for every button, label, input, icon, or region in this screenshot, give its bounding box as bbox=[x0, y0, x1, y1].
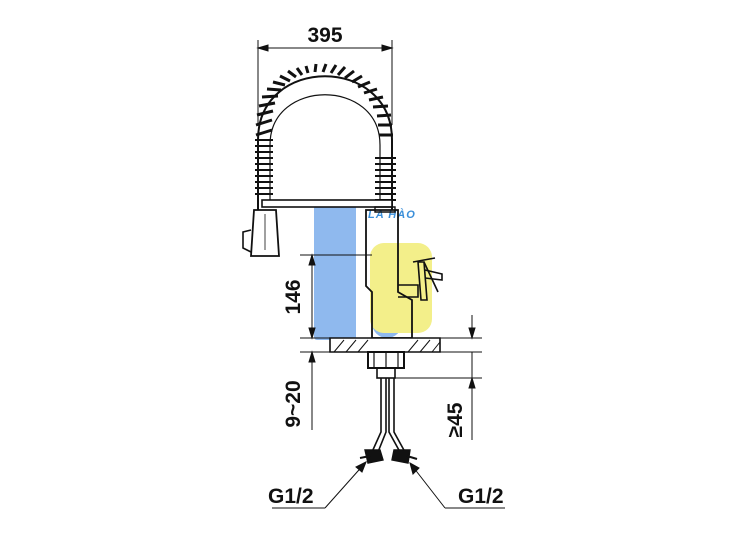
body-neck bbox=[374, 206, 396, 213]
watermark-logo: LA HÀO bbox=[314, 205, 432, 340]
threaded-shank bbox=[376, 367, 396, 379]
hose-fitting-right bbox=[391, 449, 411, 464]
watermark-yellow-shape bbox=[370, 243, 432, 333]
watermark-text: LA HÀO bbox=[368, 208, 416, 221]
connection-right-label: G1/2 bbox=[458, 485, 504, 508]
supply-hoses bbox=[371, 378, 406, 453]
dim-height-label: 146 bbox=[282, 279, 305, 314]
spray-head-knob bbox=[242, 229, 252, 253]
spray-arm-bar bbox=[261, 199, 393, 208]
left-tube-coils bbox=[255, 139, 273, 195]
counter-plate bbox=[329, 337, 441, 353]
dimension-lines bbox=[256, 40, 505, 509]
spring-coil bbox=[255, 63, 393, 137]
dim-width-label: 395 bbox=[307, 24, 342, 47]
spring-arc-outer bbox=[257, 75, 393, 210]
hose-fitting-left bbox=[364, 449, 384, 464]
lever-handle bbox=[398, 257, 443, 301]
connection-left-label: G1/2 bbox=[268, 485, 314, 508]
dim-min-below-label: ≥45 bbox=[444, 402, 467, 437]
right-tube-coils bbox=[375, 157, 396, 201]
faucet-outline bbox=[242, 63, 443, 464]
counter-hatch bbox=[333, 339, 441, 353]
watermark-blue-bar bbox=[314, 205, 356, 340]
dim-counter-label: 9~20 bbox=[282, 380, 305, 427]
spring-arc-inner bbox=[269, 94, 381, 200]
